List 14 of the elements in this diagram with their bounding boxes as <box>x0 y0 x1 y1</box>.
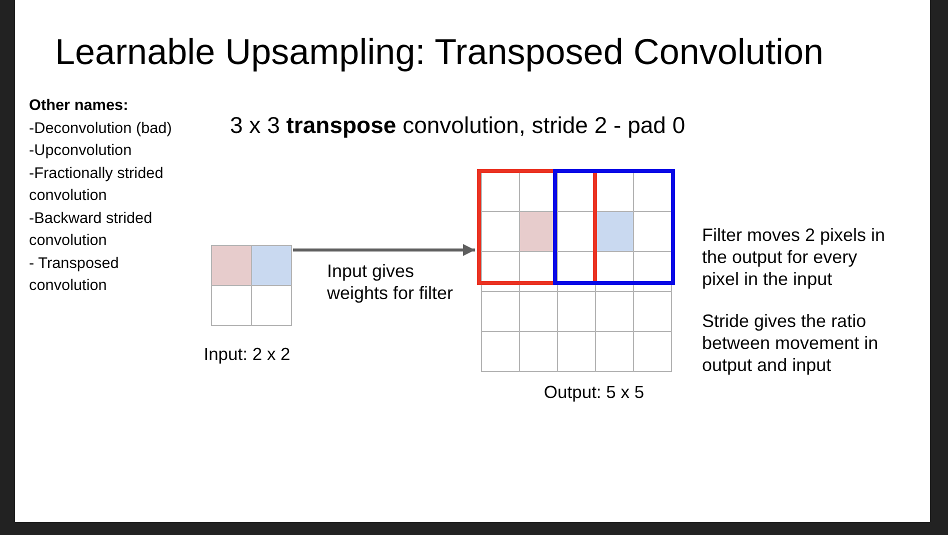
arrow <box>293 244 475 256</box>
list-item: -Fractionally strided convolution <box>29 164 164 206</box>
input-grid <box>211 245 292 326</box>
slide-title: Learnable Upsampling: Transposed Convolution <box>55 30 824 74</box>
note-text: Filter moves 2 pixels in the output for every pixel in the input <box>702 224 886 290</box>
list-item: -Deconvolution (bad) <box>29 118 173 138</box>
list-item: -Backward strided convolution <box>29 208 154 251</box>
list-item: -Upconvolution <box>29 141 133 161</box>
slide-subtitle: 3 x 3 transpose convolution, stride 2 - pad 0 <box>230 111 686 140</box>
list-heading: Other names: <box>29 96 130 116</box>
note-text: Stride gives the ratio between movement in output and input <box>702 310 880 376</box>
grid-caption: Output: 5 x 5 <box>542 381 646 403</box>
list-item: - Transposed convolution <box>29 254 120 296</box>
grid-caption: Input: 2 x 2 <box>202 343 292 365</box>
